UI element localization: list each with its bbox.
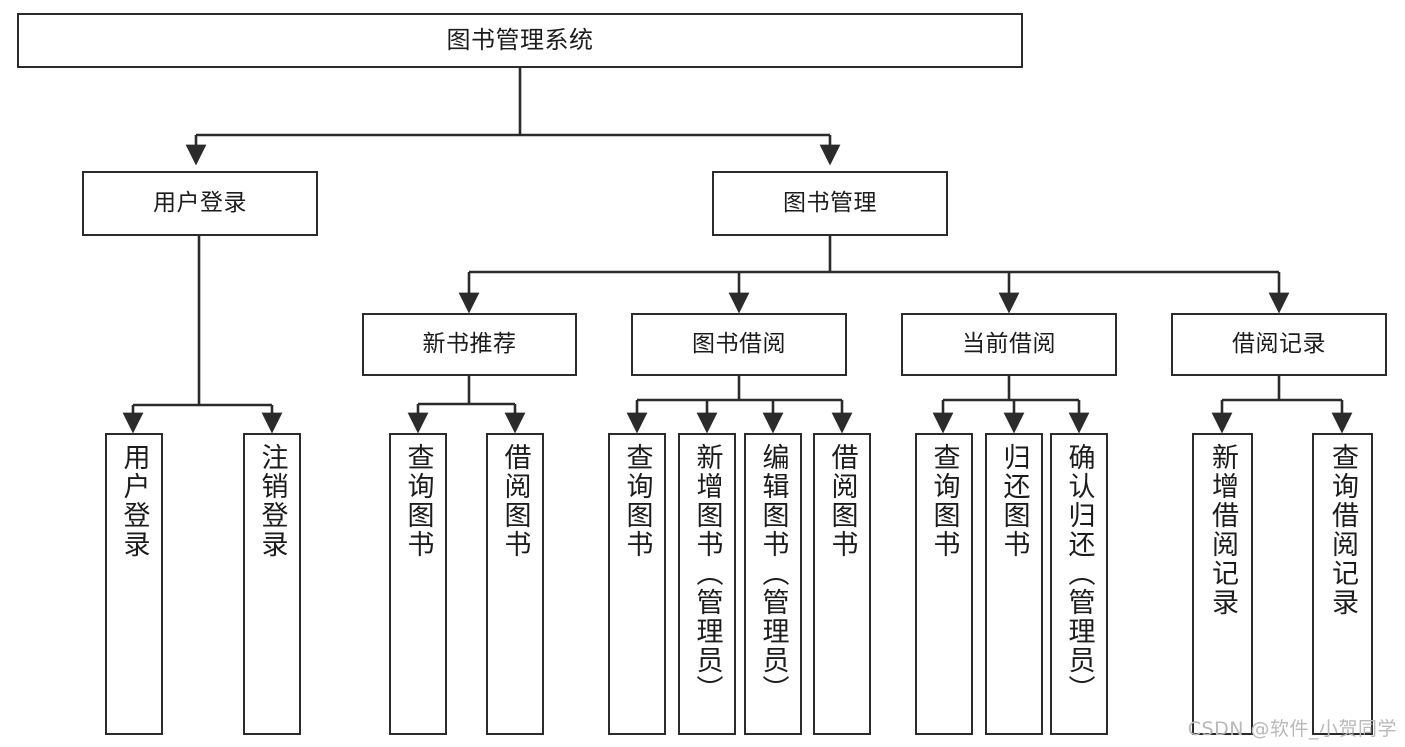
node-label: 借阅图书 <box>826 443 858 559</box>
node-label: 查询图书 <box>928 443 960 559</box>
node-label: 图书管理 <box>783 189 877 216</box>
node-label: 新增借阅记录 <box>1207 443 1238 617</box>
node-label: 借阅图书 <box>499 443 531 559</box>
node-label: 注销登录 <box>256 443 288 559</box>
node-label: 查询借阅记录 <box>1327 443 1358 617</box>
node-label: 图书借阅 <box>692 330 786 357</box>
node-label: 借阅记录 <box>1232 330 1326 357</box>
node-label: 用户登录 <box>153 189 247 216</box>
node-book-management[interactable]: 图书管理 <box>712 171 948 236</box>
node-label: 归还图书 <box>998 443 1030 559</box>
leaf-borrow-borrow-book[interactable]: 借阅图书 <box>813 433 871 735</box>
node-label: 图书管理系统 <box>446 26 594 55</box>
leaf-borrow-query-book[interactable]: 查询图书 <box>608 433 666 735</box>
leaf-user-login-login[interactable]: 用户登录 <box>105 433 163 735</box>
node-user-login[interactable]: 用户登录 <box>82 171 318 236</box>
node-label: 新书推荐 <box>422 330 517 357</box>
leaf-user-login-logout[interactable]: 注销登录 <box>243 433 301 735</box>
leaf-borrow-edit-book[interactable]: 编辑图书（管理员） <box>744 433 802 735</box>
node-book-borrow[interactable]: 图书借阅 <box>631 313 847 376</box>
leaf-borrow-add-book[interactable]: 新增图书（管理员） <box>678 433 736 735</box>
node-label: 用户登录 <box>118 443 150 559</box>
leaf-current-return-book[interactable]: 归还图书 <box>985 433 1043 735</box>
node-borrow-record[interactable]: 借阅记录 <box>1171 313 1387 376</box>
leaf-new-book-borrow[interactable]: 借阅图书 <box>486 433 544 735</box>
node-label: 当前借阅 <box>962 330 1056 357</box>
node-new-book-recommend[interactable]: 新书推荐 <box>362 313 577 376</box>
leaf-record-add[interactable]: 新增借阅记录 <box>1192 433 1253 735</box>
node-label: 查询图书 <box>621 443 653 559</box>
leaf-current-confirm-return[interactable]: 确认归还（管理员） <box>1050 433 1108 735</box>
leaf-new-book-query[interactable]: 查询图书 <box>389 433 447 735</box>
leaf-current-query-book[interactable]: 查询图书 <box>915 433 973 735</box>
node-current-borrow[interactable]: 当前借阅 <box>901 313 1117 376</box>
node-root-system[interactable]: 图书管理系统 <box>17 13 1023 68</box>
node-label: 新增图书（管理员） <box>691 443 723 704</box>
node-label: 编辑图书（管理员） <box>757 443 789 704</box>
csdn-watermark: CSDN @软件_小贺同学 <box>1187 718 1397 740</box>
node-label: 查询图书 <box>402 443 434 559</box>
leaf-record-query[interactable]: 查询借阅记录 <box>1312 433 1373 735</box>
node-label: 确认归还（管理员） <box>1063 443 1095 704</box>
